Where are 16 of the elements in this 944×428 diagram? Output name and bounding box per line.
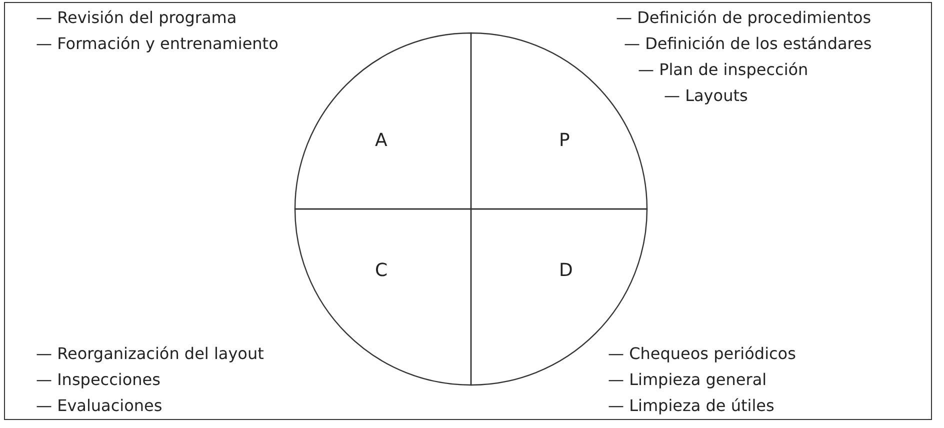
list-item: — Revisión del programa bbox=[36, 8, 237, 28]
list-item: — Plan de inspección bbox=[638, 60, 808, 80]
list-item: — Definición de los estándares bbox=[624, 34, 872, 54]
list-item: — Definición de procedimientos bbox=[616, 8, 872, 28]
quadrant-letter: A bbox=[375, 131, 388, 151]
list-item: — Limpieza general bbox=[608, 370, 767, 390]
list-item: — Reorganización del layout bbox=[36, 344, 264, 364]
quadrant-letter: C bbox=[375, 261, 388, 281]
quadrant-letter: P bbox=[559, 131, 570, 151]
list-item: — Evaluaciones bbox=[36, 396, 162, 416]
quadrant-letter: D bbox=[559, 261, 573, 281]
list-item: — Chequeos periódicos bbox=[608, 344, 796, 364]
list-item: — Inspecciones bbox=[36, 370, 160, 390]
list-item: — Limpieza de útiles bbox=[608, 396, 774, 416]
list-item: — Layouts bbox=[664, 86, 748, 106]
list-item: — Formación y entrenamiento bbox=[36, 34, 278, 54]
